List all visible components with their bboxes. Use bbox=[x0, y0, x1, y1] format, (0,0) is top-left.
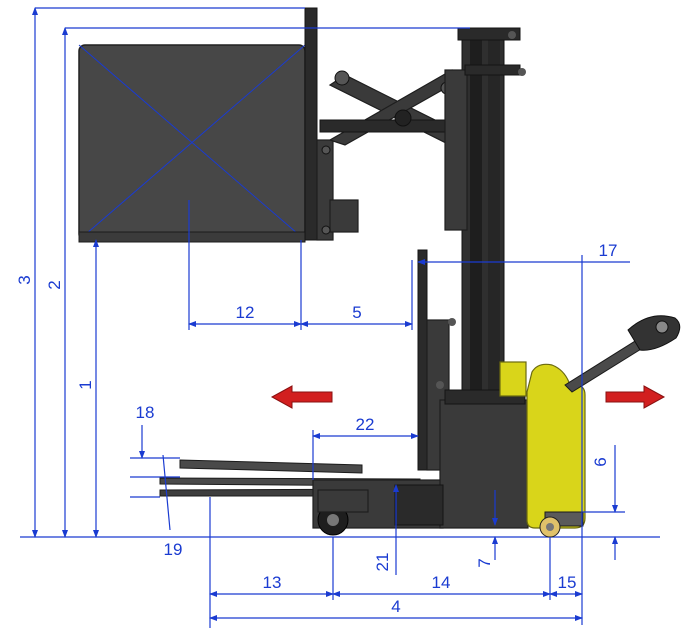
dimension-label-6: 6 bbox=[591, 457, 610, 466]
dimension-18: 18 bbox=[130, 403, 180, 478]
dimension-label-4: 4 bbox=[391, 597, 400, 616]
dimension-label-18: 18 bbox=[136, 403, 155, 422]
dimension-13: 13 bbox=[209, 497, 334, 628]
forklift-drawing bbox=[20, 7, 681, 538]
dimension-14: 14 bbox=[332, 537, 551, 600]
dimension-22: 22 bbox=[312, 415, 419, 480]
dimension-4: 4 bbox=[209, 597, 583, 625]
dimension-5: 5 bbox=[300, 260, 413, 330]
tiller-handle bbox=[564, 315, 681, 393]
dimension-1: 1 bbox=[76, 239, 99, 538]
dimension-label-19: 19 bbox=[164, 540, 183, 559]
arrow-right bbox=[605, 385, 666, 409]
dimension-label-15: 15 bbox=[558, 573, 577, 592]
dimension-label-5: 5 bbox=[352, 303, 361, 322]
dimension-2: 2 bbox=[45, 27, 470, 538]
dimension-19: 19 bbox=[130, 454, 183, 559]
dimension-3: 3 bbox=[15, 7, 305, 538]
dimension-7: 7 bbox=[475, 490, 498, 568]
load-box bbox=[78, 44, 306, 243]
dimension-21: 21 bbox=[373, 484, 399, 575]
dimension-label-3: 3 bbox=[15, 275, 34, 284]
dimension-label-13: 13 bbox=[263, 573, 282, 592]
front-wheel bbox=[317, 489, 369, 536]
battery-cover bbox=[499, 361, 586, 529]
dimension-label-22: 22 bbox=[356, 415, 375, 434]
dimension-label-17: 17 bbox=[599, 241, 618, 260]
dimension-label-14: 14 bbox=[432, 573, 451, 592]
dimension-label-2: 2 bbox=[45, 280, 64, 289]
mast bbox=[444, 27, 526, 399]
dimension-label-7: 7 bbox=[475, 558, 494, 567]
dimension-label-1: 1 bbox=[76, 380, 95, 389]
dimension-12: 12 bbox=[188, 200, 302, 330]
arrow-left bbox=[270, 385, 333, 409]
pantograph-reach bbox=[319, 69, 461, 146]
dimension-label-12: 12 bbox=[236, 303, 255, 322]
dimension-17: 17 bbox=[417, 241, 630, 600]
dimension-15: 15 bbox=[549, 573, 583, 597]
dimension-label-21: 21 bbox=[373, 553, 392, 572]
fork-carriage-raised bbox=[304, 7, 359, 241]
dimension-6: 6 bbox=[583, 445, 625, 560]
chassis bbox=[312, 389, 529, 529]
drive-wheel bbox=[539, 516, 561, 538]
